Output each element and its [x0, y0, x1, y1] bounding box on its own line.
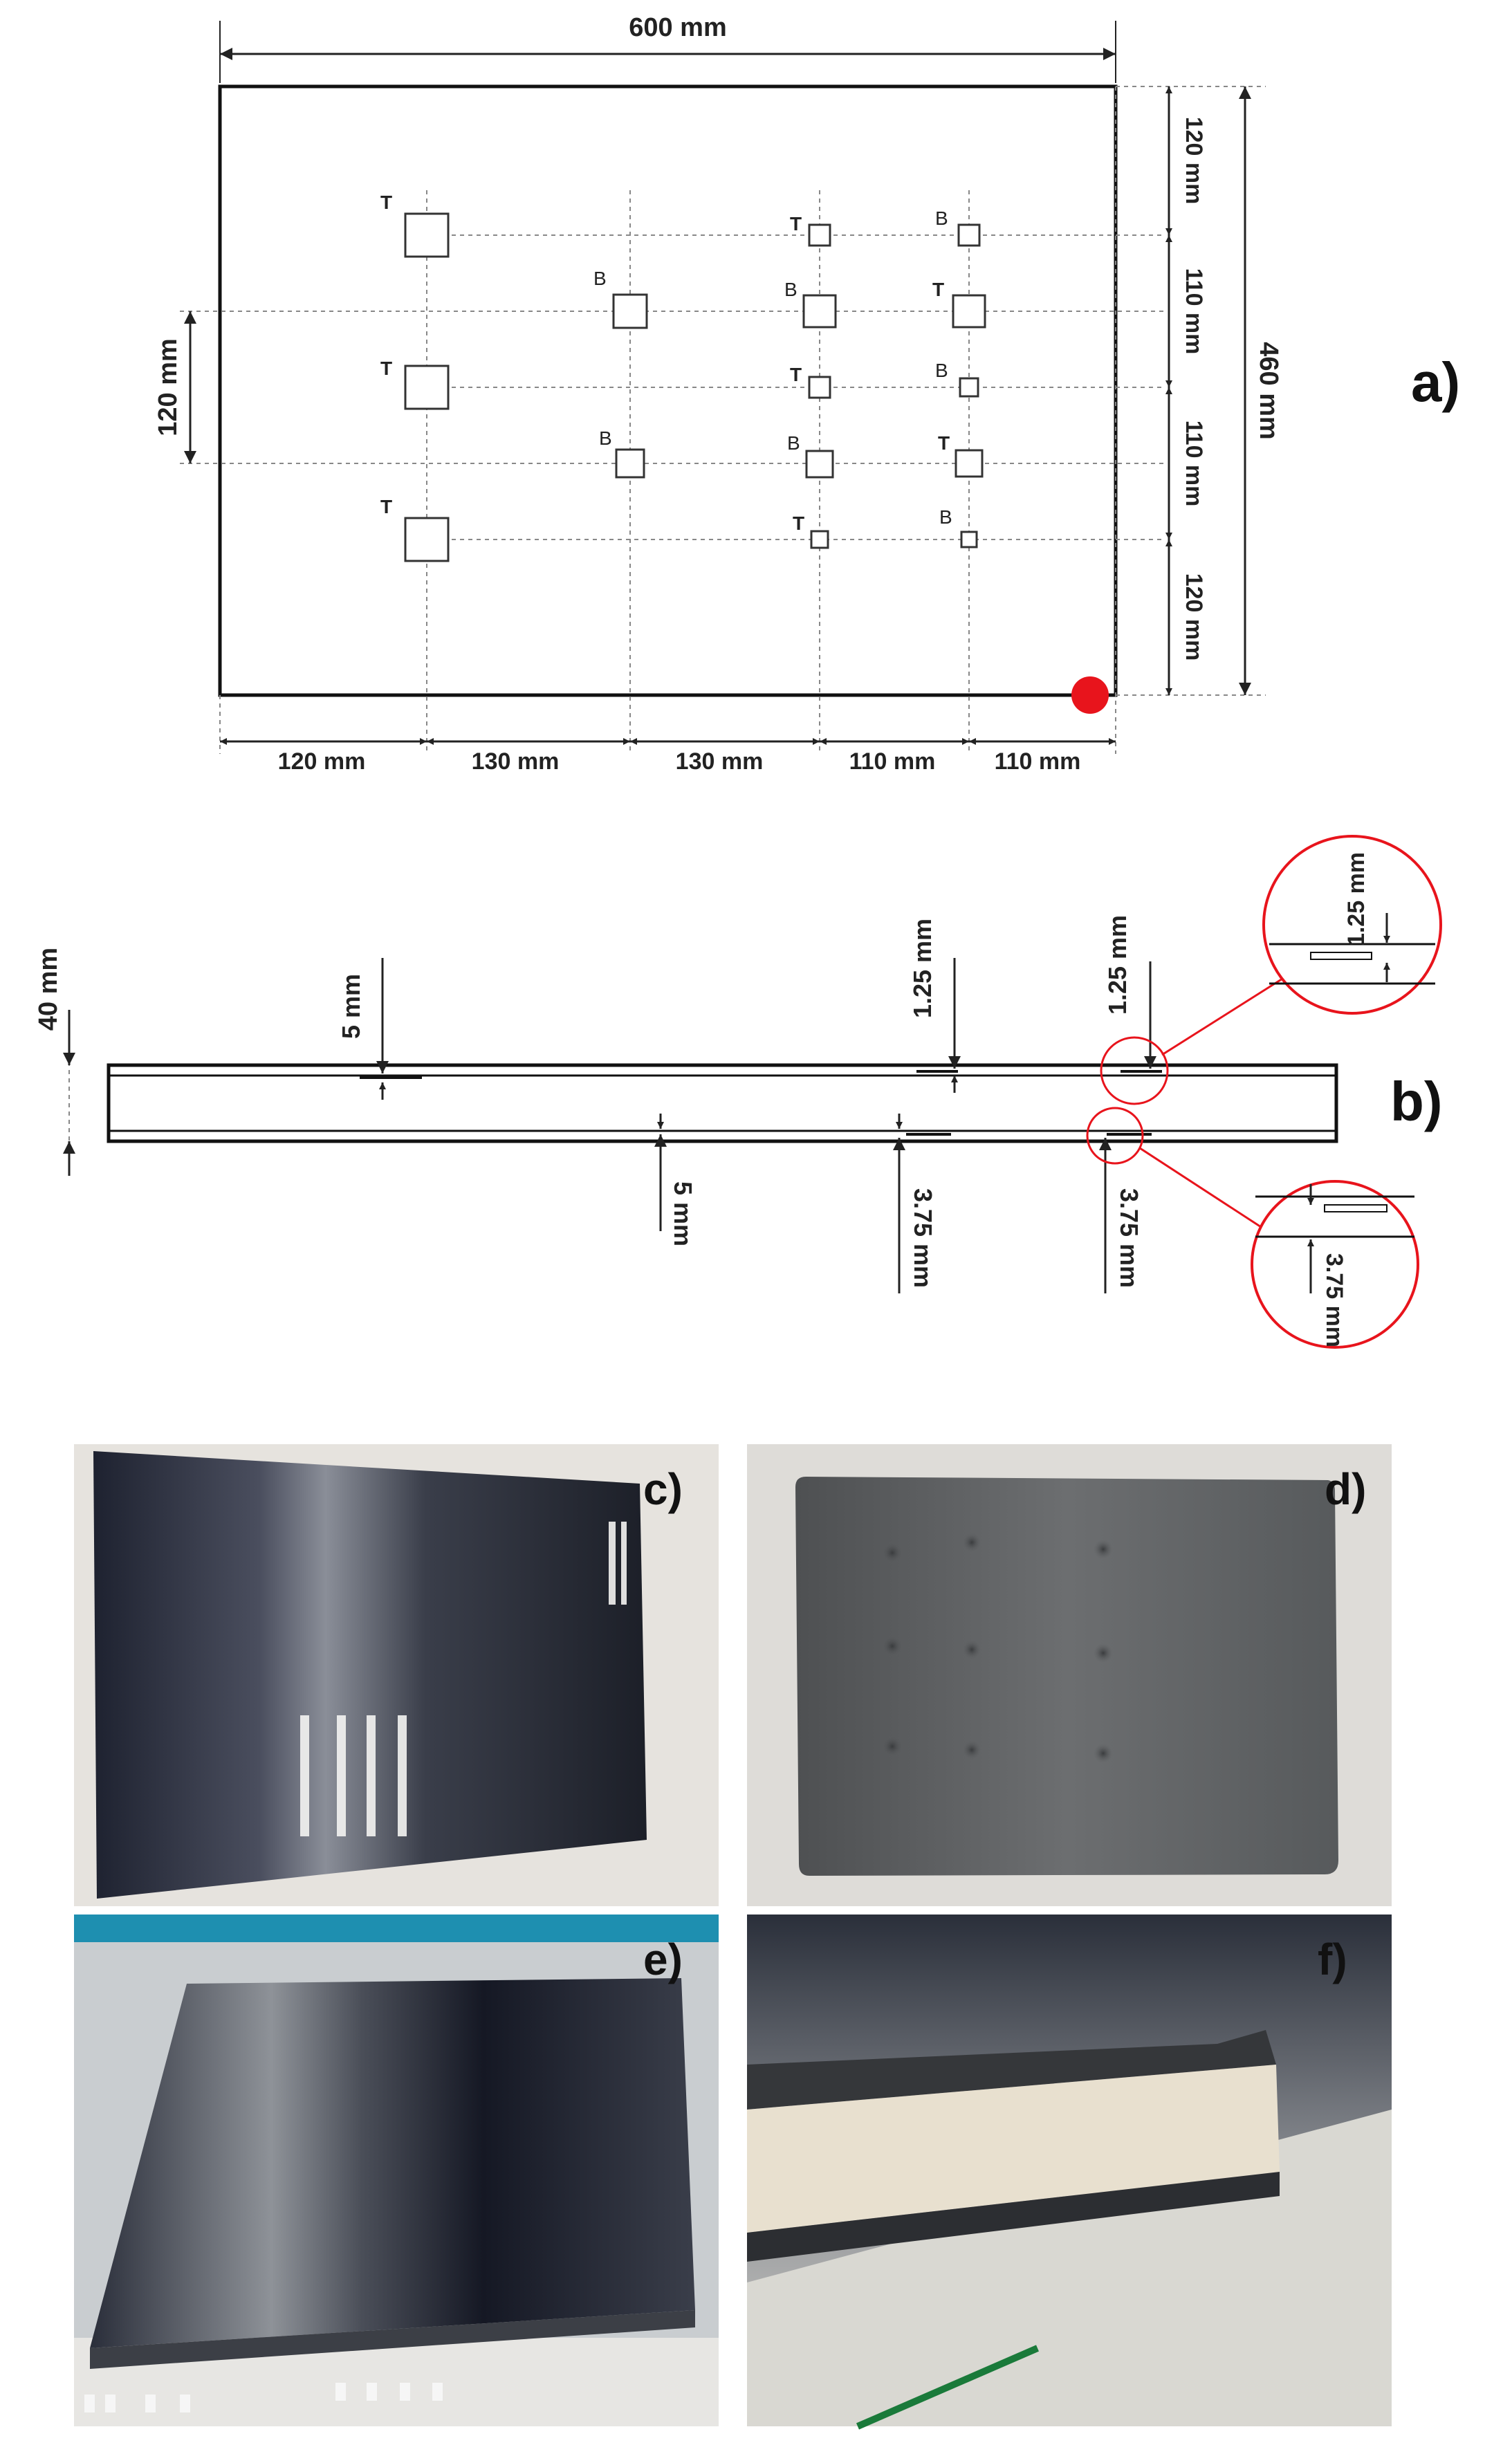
bottom-dim-label: 130 mm	[472, 748, 560, 775]
origin-marker	[1071, 676, 1109, 714]
top-dim-label: 1.25 mm	[908, 919, 937, 1018]
sandwich-outline	[107, 1063, 1338, 1143]
foam-core-f	[747, 2065, 1280, 2233]
top-dim-arrows	[376, 958, 1156, 1100]
grid-vertical	[219, 86, 1116, 754]
marker-t: T	[932, 279, 944, 300]
bottom-skin-f	[747, 2172, 1280, 2262]
right-dim-labels: 120 mm 110 mm 110 mm 120 mm 460 mm	[1181, 117, 1283, 661]
marker-t: T	[790, 364, 802, 385]
marker-letters: T T T B B T B T B T B T B T B	[380, 192, 952, 534]
defect-inserts	[360, 1070, 1162, 1136]
zoom-circle-top: 1.25 mm	[1262, 835, 1442, 1015]
highlight-bottom	[1086, 1107, 1144, 1165]
zoom-bottom-label: 3.75 mm	[1321, 1253, 1347, 1347]
panel-b-label: b)	[1390, 1071, 1443, 1132]
marker-t: T	[380, 358, 392, 379]
marker-b: B	[935, 207, 948, 229]
bottom-dim-label: 110 mm	[995, 748, 1081, 775]
marker-b: B	[593, 268, 607, 289]
marker-b: B	[599, 427, 612, 449]
right-dim-label: 110 mm	[1181, 268, 1207, 355]
grid-horizontal	[180, 86, 1266, 696]
plate-outline	[218, 84, 1118, 697]
top-dim-label: 5 mm	[337, 974, 365, 1039]
bottom-dim-label: 3.75 mm	[909, 1188, 937, 1288]
defect-markers	[404, 212, 986, 562]
marker-b: B	[935, 360, 948, 381]
photo-c: c)	[74, 1444, 719, 1906]
light-reflections-c	[300, 1522, 627, 1836]
bottom-dim-arrows	[654, 1114, 1112, 1293]
photo-f-label: f)	[1318, 1935, 1347, 1984]
panel-b: 40 mm 5 mm 1.25 mm 1.25 mm 5 mm 3.75 mm …	[34, 835, 1443, 1349]
marker-t: T	[790, 213, 802, 234]
width-dim-label: 600 mm	[629, 13, 727, 42]
photo-e-label: e)	[643, 1935, 683, 1984]
reflections-e	[84, 2383, 443, 2412]
bottom-dim-label: 130 mm	[676, 748, 764, 775]
right-dim-chain	[1165, 86, 1251, 695]
zoom-top-label: 1.25 mm	[1343, 852, 1370, 946]
right-dim-label: 120 mm	[1181, 117, 1207, 205]
highlight-top	[1100, 1036, 1169, 1105]
panel-a-label: a)	[1411, 351, 1460, 413]
carbon-plate-c	[93, 1451, 647, 1899]
bottom-dim-label: 3.75 mm	[1115, 1188, 1143, 1288]
bottom-dim-label: 110 mm	[849, 748, 936, 775]
marker-t: T	[793, 513, 804, 534]
thickness-label: 40 mm	[34, 948, 63, 1031]
height-dim-label: 460 mm	[1254, 342, 1283, 440]
bottom-dim-label: 120 mm	[278, 748, 366, 775]
left-spacing-label: 120 mm	[154, 338, 183, 436]
top-skin-f	[747, 2030, 1276, 2110]
carbon-plate-e	[90, 1978, 695, 2348]
bottom-dim-label: 5 mm	[669, 1181, 697, 1246]
marker-t: T	[380, 496, 392, 517]
photo-f: f)	[747, 1915, 1392, 2430]
defect-dots-d	[881, 1533, 1113, 1763]
bottom-dim-labels: 120 mm 130 mm 130 mm 110 mm 110 mm	[278, 748, 1081, 775]
foam-plate-d	[795, 1477, 1338, 1876]
photo-c-label: c)	[643, 1464, 683, 1514]
green-ruler-f	[856, 2345, 1039, 2430]
photo-d: d)	[747, 1444, 1392, 1906]
right-dim-label: 110 mm	[1181, 421, 1207, 507]
zoom-circle-bottom: 3.75 mm	[1251, 1180, 1419, 1349]
marker-t: T	[938, 432, 950, 454]
photo-d-label: d)	[1325, 1464, 1366, 1514]
marker-b: B	[787, 432, 800, 454]
marker-b: B	[784, 279, 798, 300]
marker-b: B	[939, 506, 952, 528]
plate-edge-e	[90, 2310, 695, 2369]
photo-e: e)	[74, 1915, 719, 2426]
panel-a: T T T B B T B T B T B T B T B 600 mm 120…	[154, 13, 1460, 775]
top-dim-label: 1.25 mm	[1103, 915, 1132, 1015]
marker-t: T	[380, 192, 392, 213]
right-dim-label: 120 mm	[1181, 573, 1207, 661]
